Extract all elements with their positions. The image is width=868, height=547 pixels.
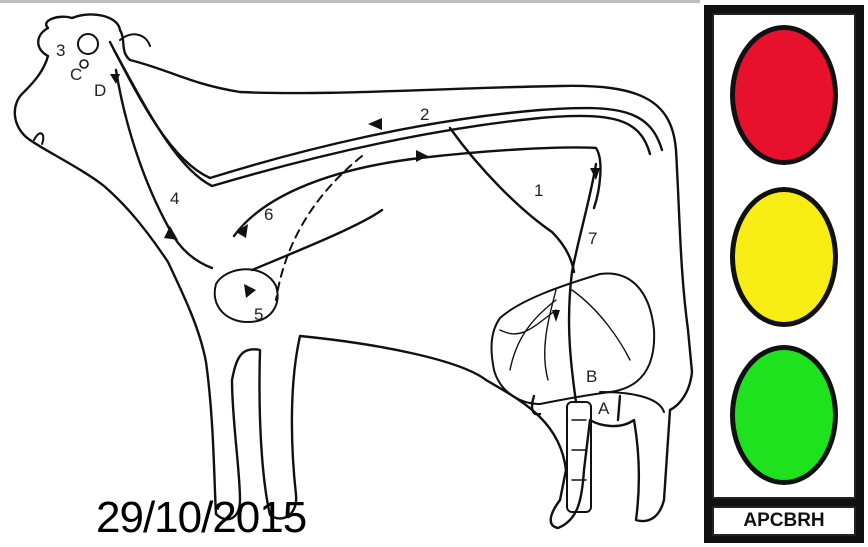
red-lamp xyxy=(730,25,838,165)
arrow-udder xyxy=(552,310,560,322)
label-d: D xyxy=(94,81,106,100)
label-6: 6 xyxy=(264,205,273,224)
arrow-2 xyxy=(368,118,382,130)
date-caption: 29/10/2015 xyxy=(96,496,306,540)
label-b: B xyxy=(586,367,597,386)
vessel-2 xyxy=(110,42,662,178)
traffic-light-panel: APCBRH xyxy=(704,5,864,543)
label-a: A xyxy=(598,399,610,418)
traffic-light-housing xyxy=(712,13,856,499)
arrow-4 xyxy=(164,226,178,240)
label-5: 5 xyxy=(254,305,263,324)
udder-veins xyxy=(500,290,630,380)
label-3: 3 xyxy=(56,41,65,60)
teat-rear xyxy=(618,396,620,420)
label-c: C xyxy=(70,65,82,84)
teat-front xyxy=(532,396,540,414)
cow-milk-ejection-diagram: 2 3 C D 4 6 1 7 5 B A xyxy=(0,0,700,547)
arrow-heart xyxy=(244,284,256,298)
pituitary-gland xyxy=(78,34,98,54)
arrow-6b xyxy=(416,150,428,162)
yellow-lamp xyxy=(730,187,838,327)
logo-plate: APCBRH xyxy=(712,506,856,536)
label-2: 2 xyxy=(420,105,429,124)
label-7: 7 xyxy=(588,229,597,248)
arrow-7 xyxy=(590,168,600,180)
vessel-4 xyxy=(116,70,212,268)
label-1: 1 xyxy=(534,181,543,200)
green-lamp xyxy=(730,345,838,485)
hind-leg-line xyxy=(600,392,664,412)
milking-cup xyxy=(567,402,591,512)
label-4: 4 xyxy=(170,189,179,208)
